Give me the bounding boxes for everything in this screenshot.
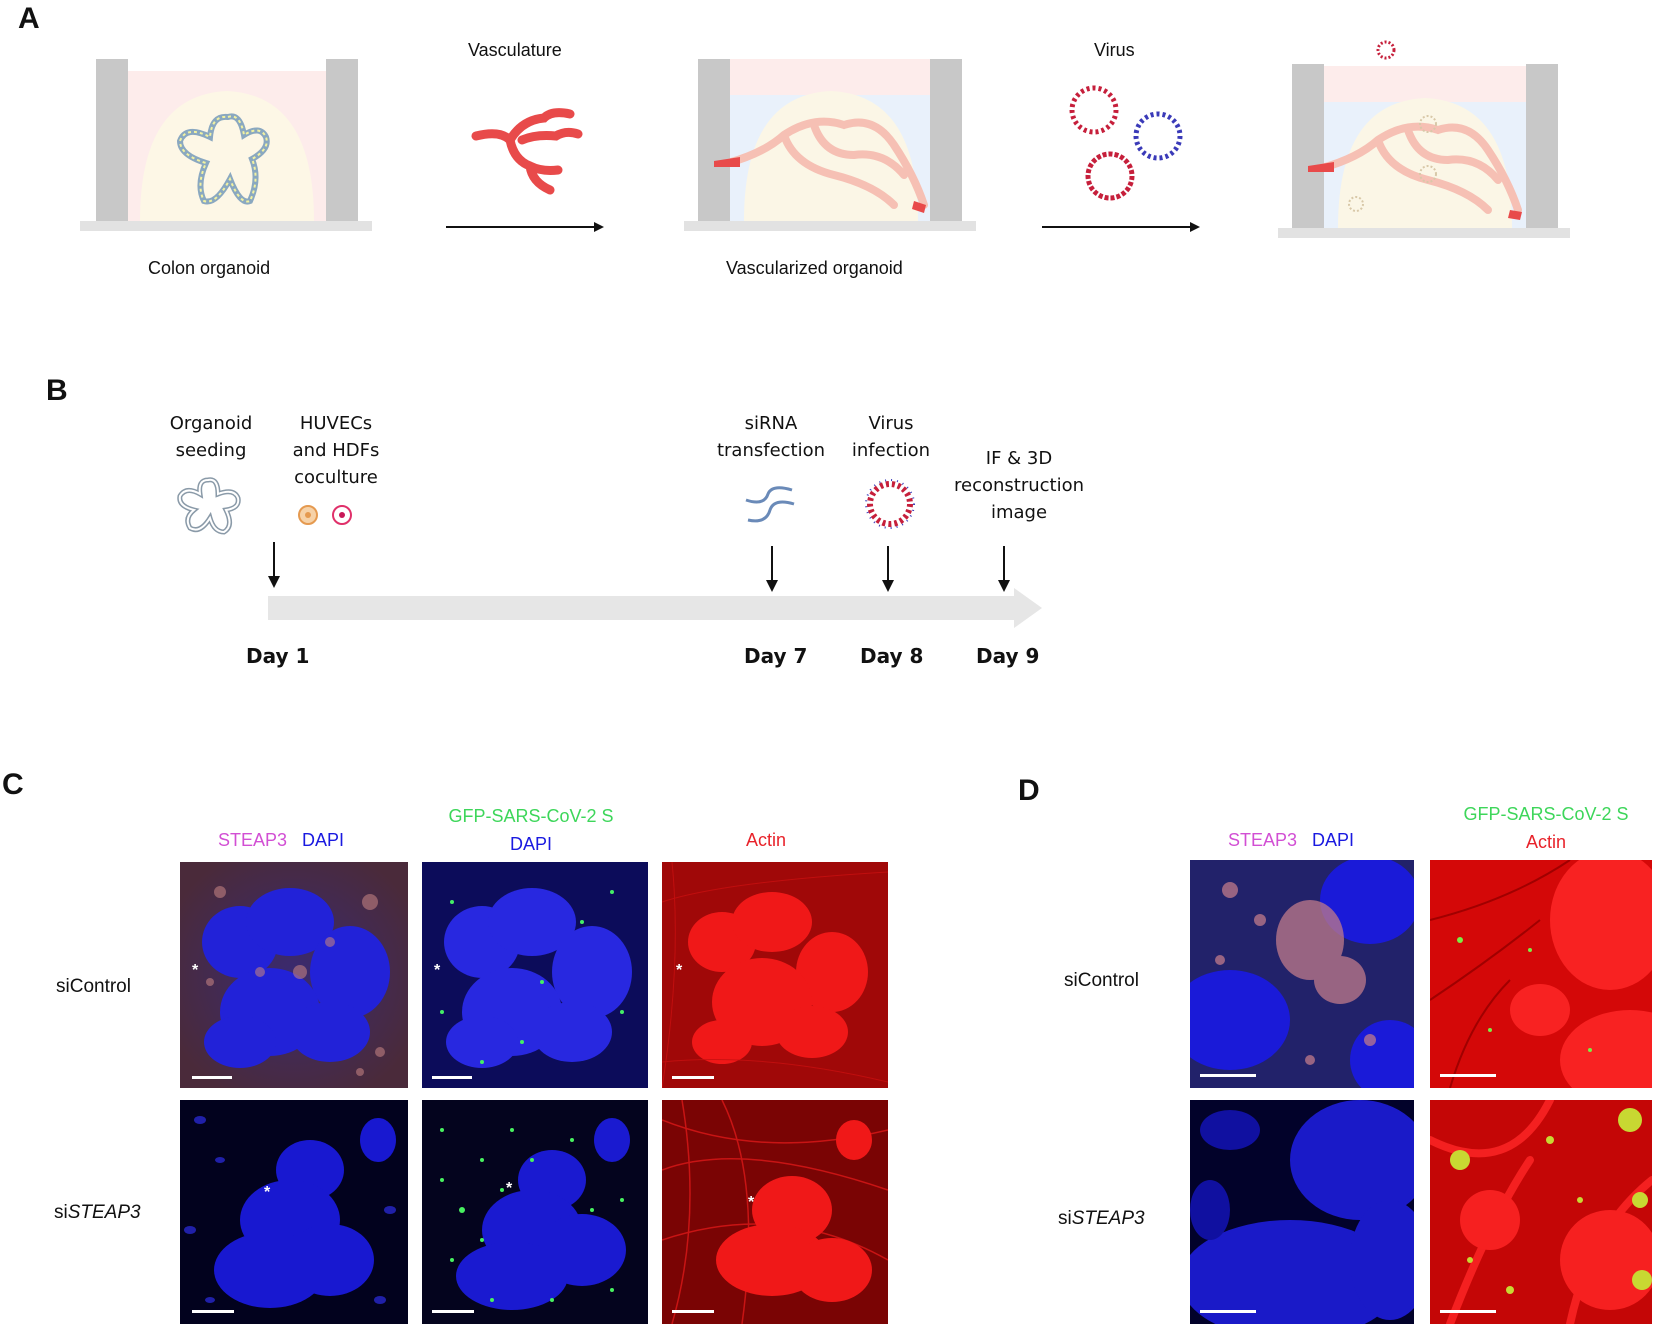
c-r1-c2-star: * [434, 962, 441, 979]
panel-label-d: D [1018, 774, 1040, 807]
virus-particles-icon [1060, 84, 1190, 204]
sirna-icon [742, 484, 798, 528]
c-r1-c1-star: * [192, 962, 199, 979]
d-col2-gfp: GFP-SARS-CoV-2 S [1463, 804, 1629, 824]
d-row2-label: siSTEAP3 [1058, 1208, 1145, 1230]
c-r2-c2-scale-bar [432, 1310, 474, 1313]
c-row1-label: siControl [56, 976, 131, 997]
sirna-line2: transfection [716, 440, 826, 461]
c-col2-dapi: DAPI [509, 834, 552, 854]
sirna-label: siRNA transfection [706, 410, 836, 464]
cells-icon [296, 502, 358, 528]
d-row1-label: siControl [1064, 970, 1139, 991]
c-r1-c3-scale-bar [672, 1076, 714, 1079]
c-col3-actin: Actin [746, 830, 787, 850]
vasculature-label: Vasculature [468, 40, 562, 60]
if-3d-label: IF & 3D reconstruction image [944, 445, 1094, 526]
c-sicontrol-actin-image: * [662, 862, 888, 1088]
day1-arrow [266, 542, 282, 588]
c-sisteap3-actin-image: * [662, 1100, 888, 1324]
organoid-seeding-line1: Organoid [169, 413, 253, 434]
if-3d-line3: image [990, 502, 1048, 523]
day9-arrow [996, 546, 1012, 592]
vasculature-icon [470, 100, 590, 200]
c-col1-header: STEAP3 DAPI [218, 830, 344, 851]
c-r2-c3-scale-bar [672, 1310, 714, 1313]
c-r2-c1-star: * [264, 1184, 271, 1201]
huvecs-line2: and HDFs [292, 440, 380, 461]
d-sicontrol-steap3-dapi-image [1190, 860, 1414, 1088]
arrow-a2 [1042, 220, 1202, 234]
c-col3-header: Actin [746, 830, 786, 851]
sirna-line1: siRNA [744, 413, 798, 434]
c-sisteap3-steap3-dapi-image: * [180, 1100, 408, 1324]
day8-arrow [880, 546, 896, 592]
c-r2-c1-scale-bar [192, 1310, 234, 1313]
if-3d-line2: reconstruction [953, 475, 1085, 496]
d-row2-gene: STEAP3 [1071, 1208, 1145, 1229]
c-col1-steap3: STEAP3 [218, 830, 288, 850]
day-8: Day 8 [860, 644, 924, 668]
huvecs-label: HUVECs and HDFs coculture [276, 410, 396, 491]
day-1: Day 1 [246, 644, 310, 668]
colon-organoid-label: Colon organoid [148, 258, 271, 278]
c-sicontrol-gfp-dapi-image: * [422, 862, 648, 1088]
day-7: Day 7 [744, 644, 808, 668]
arrow-a1 [446, 220, 606, 234]
d-col1-dapi: DAPI [1312, 830, 1355, 850]
huvecs-line1: HUVECs [299, 413, 373, 434]
if-3d-line1: IF & 3D [985, 448, 1053, 469]
vascularized-organoid-label: Vascularized organoid [726, 258, 903, 278]
panel-label-b: B [46, 374, 68, 407]
panel-label-a: A [18, 2, 40, 35]
d-col1-steap3: STEAP3 [1228, 830, 1298, 850]
virus-infection-label: Virus infection [836, 410, 946, 464]
d-sicontrol-gfp-actin-image [1430, 860, 1652, 1088]
d-r2-c2-scale-bar [1440, 1310, 1496, 1313]
d-r2-c1-scale-bar [1200, 1310, 1256, 1313]
d-col2-actin: Actin [1525, 832, 1567, 852]
virus-infection-line1: Virus [868, 413, 914, 434]
d-sisteap3-gfp-actin-image [1430, 1100, 1652, 1324]
d-row2-prefix: si [1058, 1208, 1072, 1229]
small-virus-icon [1374, 38, 1398, 62]
virus-label: Virus [1094, 40, 1135, 60]
c-row2-prefix: si [54, 1202, 68, 1223]
c-r1-c2-scale-bar [432, 1076, 472, 1079]
c-col2-header: GFP-SARS-CoV-2 S DAPI [420, 802, 642, 858]
day7-arrow [764, 546, 780, 592]
c-r2-c2-star: * [506, 1180, 513, 1197]
c-col1-dapi: DAPI [302, 830, 345, 850]
c-r1-c1-scale-bar [192, 1076, 232, 1079]
d-col1-header: STEAP3 DAPI [1228, 830, 1354, 851]
c-col2-gfp: GFP-SARS-CoV-2 S [448, 806, 614, 826]
timeline-arrow [268, 588, 1042, 628]
organoid-seeding-line2: seeding [175, 440, 247, 461]
c-row2-label: siSTEAP3 [54, 1202, 141, 1224]
vascularized-organoid-chamber [684, 55, 976, 235]
infected-organoid-chamber [1278, 62, 1570, 242]
colon-organoid-chamber [80, 55, 372, 235]
day-9: Day 9 [976, 644, 1040, 668]
c-r2-c3-star: * [748, 1194, 755, 1211]
c-r1-c3-star: * [676, 962, 683, 979]
huvecs-line3: coculture [294, 467, 378, 488]
organoid-seeding-label: Organoid seeding [150, 410, 272, 464]
virus-icon [862, 476, 918, 532]
d-r1-c2-scale-bar [1440, 1074, 1496, 1077]
c-row2-gene: STEAP3 [67, 1202, 141, 1223]
c-sicontrol-steap3-dapi-image: * [180, 862, 408, 1088]
panel-label-c: C [2, 768, 24, 801]
c-sisteap3-gfp-dapi-image: * [422, 1100, 648, 1324]
virus-infection-line2: infection [851, 440, 931, 461]
organoid-icon [172, 474, 248, 538]
d-sisteap3-steap3-dapi-image [1190, 1100, 1414, 1324]
d-col2-header: GFP-SARS-CoV-2 S Actin [1440, 800, 1652, 856]
d-r1-c1-scale-bar [1200, 1074, 1256, 1077]
